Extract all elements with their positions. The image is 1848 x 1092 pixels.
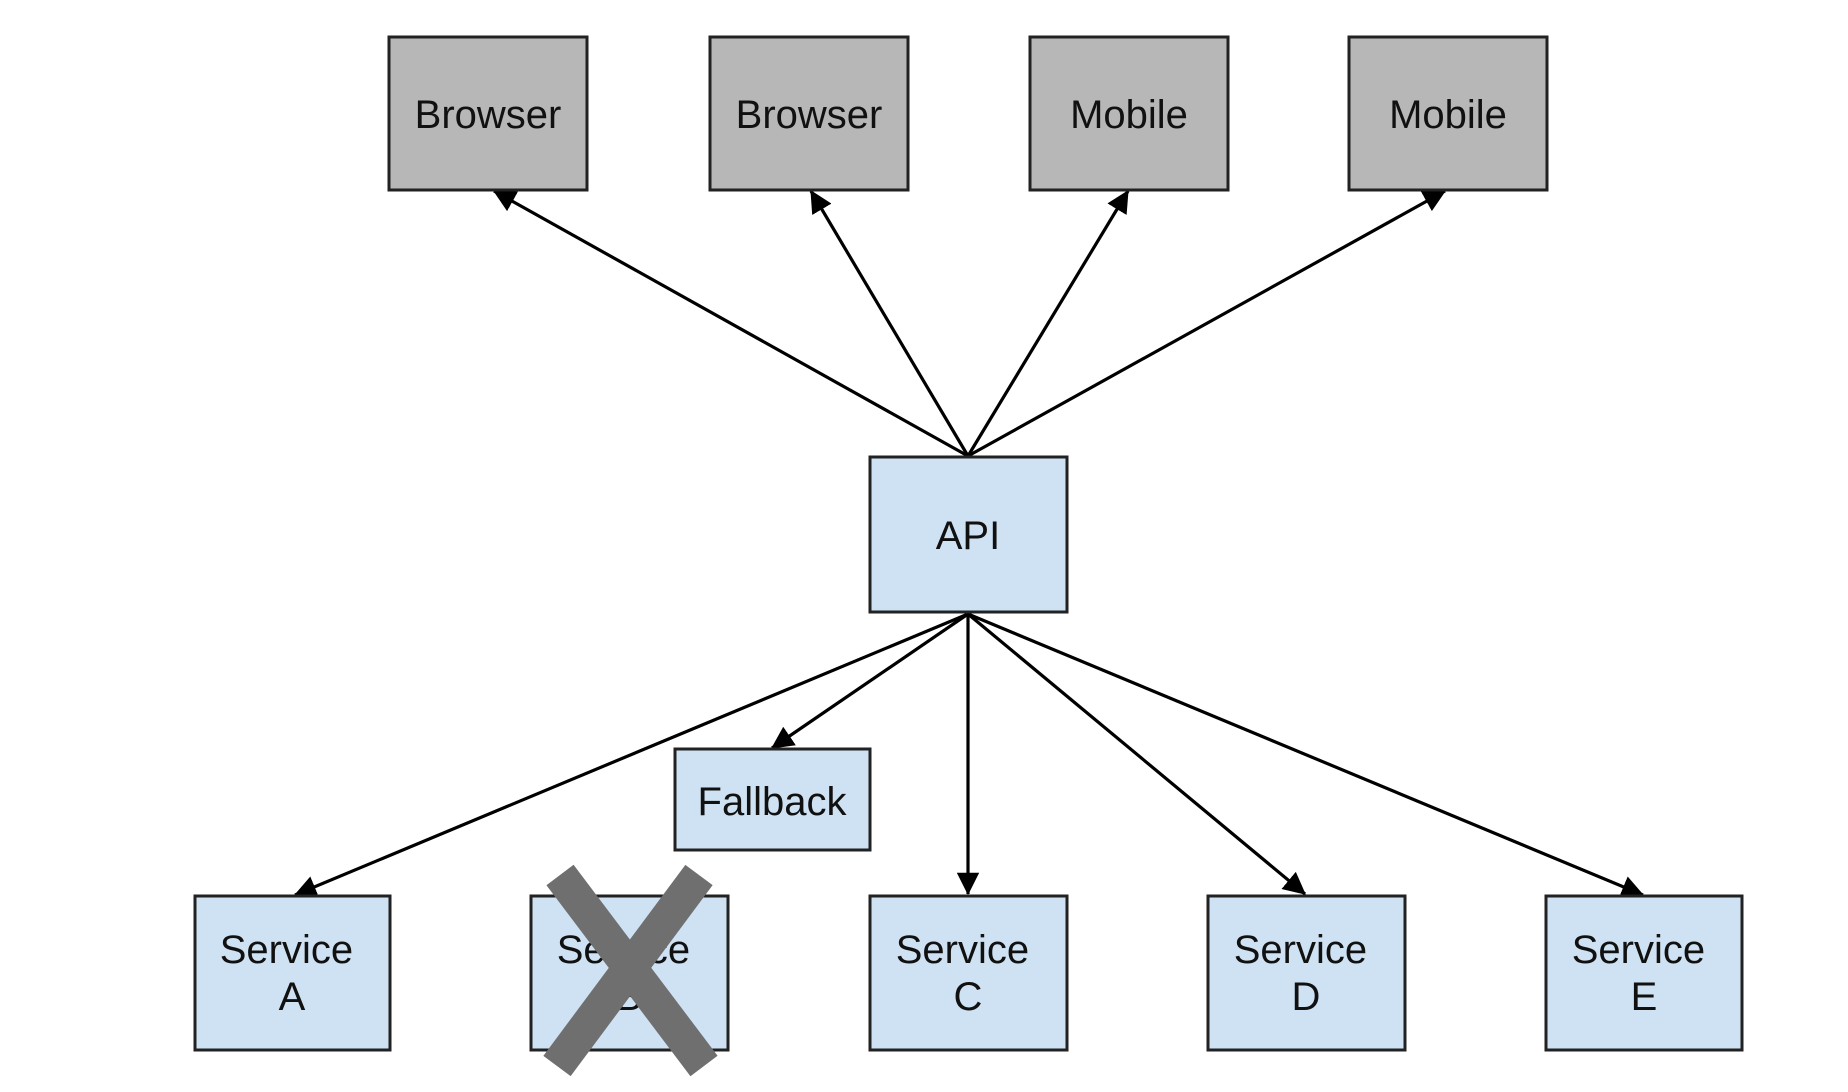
edges bbox=[293, 189, 1645, 898]
edge-api-to-service-a bbox=[293, 612, 969, 898]
edge-api-to-browser-2 bbox=[809, 190, 970, 457]
service-c-node-label: Service C bbox=[896, 928, 1041, 1019]
service-c-node: Service C bbox=[868, 894, 1069, 1052]
failure-x-icon bbox=[543, 864, 718, 1077]
service-a-node: Service A bbox=[193, 894, 392, 1052]
browser-node-2: Browser bbox=[708, 35, 910, 192]
mobile-node-2: Mobile bbox=[1347, 35, 1549, 192]
edge-api-to-browser-1 bbox=[493, 189, 969, 458]
mobile-node-2-label: Mobile bbox=[1389, 93, 1507, 137]
fallback-node-label: Fallback bbox=[698, 780, 848, 824]
service-e-node-label: Service E bbox=[1572, 928, 1717, 1019]
browser-node-1: Browser bbox=[387, 35, 589, 192]
mobile-node-1: Mobile bbox=[1028, 35, 1230, 192]
nodes: Browser Browser Mobile Mobile API bbox=[193, 35, 1744, 1052]
browser-node-1-label: Browser bbox=[415, 93, 562, 137]
edge-api-to-mobile-1 bbox=[966, 190, 1130, 457]
service-d-node-label: Service D bbox=[1234, 928, 1379, 1019]
fallback-node: Fallback bbox=[673, 747, 872, 852]
browser-node-2-label: Browser bbox=[736, 93, 883, 137]
edge-api-to-service-d bbox=[966, 612, 1307, 896]
edge-api-to-fallback bbox=[771, 612, 969, 750]
service-d-node: Service D bbox=[1206, 894, 1407, 1052]
mobile-node-1-label: Mobile bbox=[1070, 93, 1188, 137]
service-a-node-label: Service A bbox=[220, 928, 365, 1019]
api-node-label: API bbox=[936, 514, 1000, 558]
api-node: API bbox=[868, 455, 1069, 614]
service-e-node: Service E bbox=[1544, 894, 1744, 1052]
edge-api-to-mobile-2 bbox=[967, 189, 1446, 458]
edge-api-to-service-e bbox=[967, 612, 1645, 898]
